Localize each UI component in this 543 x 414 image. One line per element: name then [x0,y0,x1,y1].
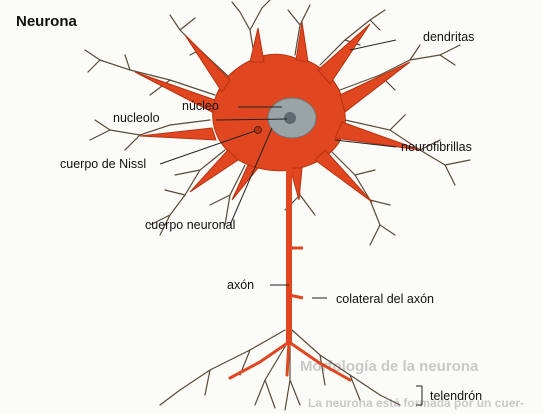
label-colateral: colateral del axón [336,293,434,306]
label-cuerpo-neuronal: cuerpo neuronal [145,219,235,232]
nissl-body [255,127,262,134]
label-cuerpo-nissl: cuerpo de Nissl [60,158,146,171]
label-neurofibrillas: neurofibrillas [401,141,472,154]
label-dendritas: dendritas [423,31,474,44]
label-nucleolo: nucleolo [113,112,160,125]
diagram-title: Neurona [16,14,77,29]
label-telendron: telendrón [430,390,482,403]
nucleolus [284,112,296,124]
label-axon: axón [227,279,254,292]
label-nucleo: núcleo [182,100,219,113]
